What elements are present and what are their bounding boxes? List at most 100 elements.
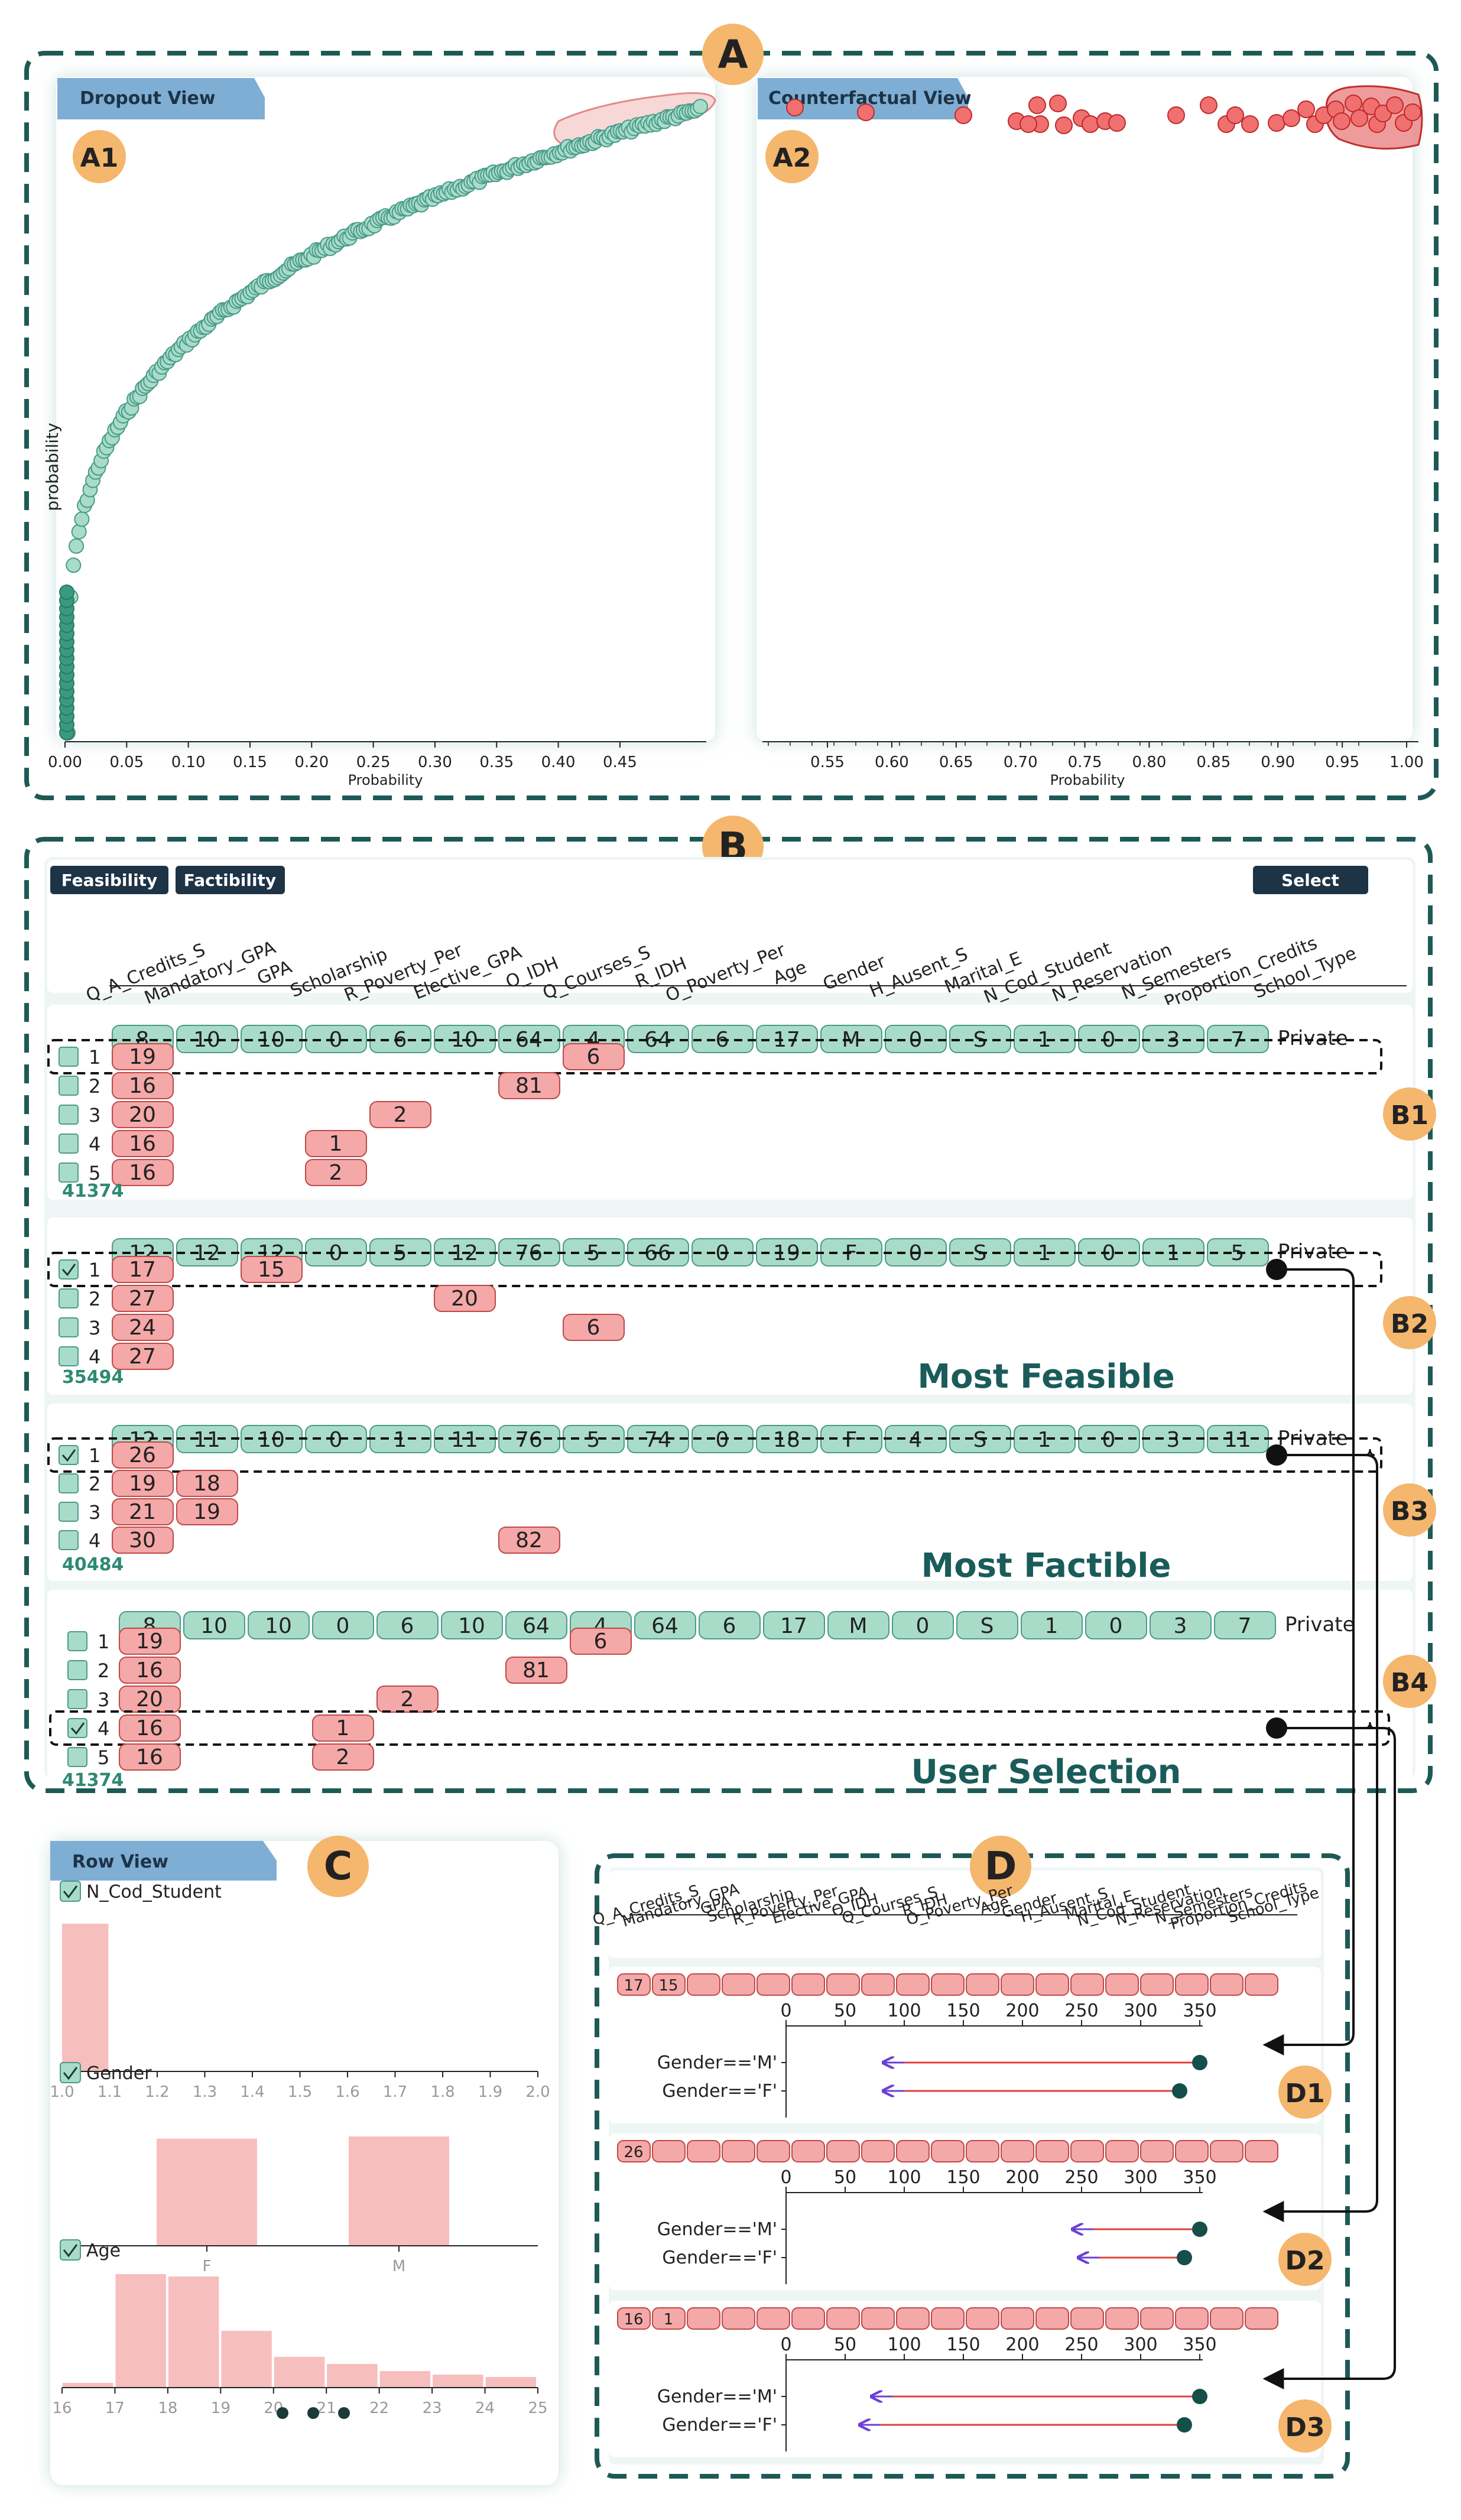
d-feature-cell[interactable] xyxy=(1140,2140,1174,2162)
d-feature-cell[interactable] xyxy=(652,2307,686,2330)
d-feature-cell[interactable] xyxy=(1175,2307,1209,2330)
histogram-bar[interactable] xyxy=(379,2371,431,2388)
histogram-bar[interactable] xyxy=(485,2377,536,2388)
changed-cell[interactable] xyxy=(434,1285,496,1312)
d-feature-cell[interactable] xyxy=(1105,2140,1139,2162)
d-feature-cell[interactable] xyxy=(1175,2140,1209,2162)
original-cell[interactable] xyxy=(892,1611,954,1639)
d-feature-cell[interactable] xyxy=(966,2140,999,2162)
changed-cell[interactable] xyxy=(498,1527,560,1554)
histogram-bar[interactable] xyxy=(115,2274,166,2388)
d-feature-cell[interactable] xyxy=(826,2140,860,2162)
row-checkbox[interactable] xyxy=(59,1288,79,1308)
changed-cell[interactable] xyxy=(305,1130,367,1157)
changed-cell[interactable] xyxy=(312,1743,374,1771)
d-feature-cell[interactable] xyxy=(791,2140,825,2162)
changed-cell[interactable] xyxy=(570,1628,632,1655)
row-checkbox[interactable] xyxy=(67,1689,87,1709)
d-feature-cell[interactable] xyxy=(617,2307,651,2330)
row-checkbox[interactable] xyxy=(67,1718,87,1738)
d-feature-cell[interactable] xyxy=(1105,1973,1139,1996)
counterfactual-point[interactable] xyxy=(954,106,972,124)
changed-cell[interactable] xyxy=(112,1498,174,1525)
counterfactual-point[interactable] xyxy=(786,99,804,116)
d-feature-cell[interactable] xyxy=(861,1973,895,1996)
changed-cell[interactable] xyxy=(376,1686,439,1713)
d-origin-dot[interactable] xyxy=(1192,2055,1207,2070)
changed-cell[interactable] xyxy=(112,1314,174,1341)
d-origin-dot[interactable] xyxy=(1177,2417,1192,2433)
row-checkbox[interactable] xyxy=(59,1530,79,1550)
d-feature-cell[interactable] xyxy=(826,2307,860,2330)
changed-cell[interactable] xyxy=(176,1498,238,1525)
row-checkbox[interactable] xyxy=(59,1047,79,1067)
changed-cell[interactable] xyxy=(112,1470,174,1497)
histogram-bar[interactable] xyxy=(221,2331,272,2388)
row-checkbox[interactable] xyxy=(59,1076,79,1096)
row-checkbox[interactable] xyxy=(59,1134,79,1154)
counterfactual-point[interactable] xyxy=(1404,103,1421,121)
histogram-checkbox[interactable] xyxy=(60,2239,81,2261)
row-checkbox[interactable] xyxy=(67,1631,87,1651)
d-feature-cell[interactable] xyxy=(1245,1973,1278,1996)
counterfactual-point[interactable] xyxy=(1297,100,1315,118)
counterfactual-point[interactable] xyxy=(1200,96,1218,114)
d-feature-cell[interactable] xyxy=(1001,1973,1034,1996)
histogram-bar[interactable] xyxy=(349,2136,449,2246)
changed-cell[interactable] xyxy=(119,1657,181,1684)
counterfactual-point[interactable] xyxy=(1386,96,1404,114)
changed-cell[interactable] xyxy=(112,1072,174,1099)
changed-cell[interactable] xyxy=(498,1072,560,1099)
histogram-bar[interactable] xyxy=(63,2383,113,2388)
histogram-bar[interactable] xyxy=(62,1924,109,2071)
changed-cell[interactable] xyxy=(369,1101,431,1128)
original-cell[interactable] xyxy=(183,1611,245,1639)
d-feature-cell[interactable] xyxy=(1035,2140,1069,2162)
counterfactual-point[interactable] xyxy=(1049,95,1067,112)
counterfactual-point[interactable] xyxy=(1028,96,1046,114)
row-checkbox[interactable] xyxy=(59,1445,79,1465)
d-feature-cell[interactable] xyxy=(687,1973,720,1996)
changed-cell[interactable] xyxy=(112,1101,174,1128)
original-cell[interactable] xyxy=(1214,1611,1276,1639)
d-feature-cell[interactable] xyxy=(617,2140,651,2162)
changed-cell[interactable] xyxy=(119,1714,181,1742)
d-feature-cell[interactable] xyxy=(1001,2307,1034,2330)
counterfactual-scatter[interactable] xyxy=(786,85,1423,150)
dropout-point[interactable] xyxy=(59,584,74,600)
d-feature-cell[interactable] xyxy=(1035,1973,1069,1996)
counterfactual-point[interactable] xyxy=(1283,109,1300,127)
factibility-button[interactable]: Factibility xyxy=(176,866,285,894)
counterfactual-point[interactable] xyxy=(1241,115,1259,133)
changed-cell[interactable] xyxy=(312,1714,374,1742)
row-checkbox[interactable] xyxy=(59,1162,79,1183)
d-feature-cell[interactable] xyxy=(1140,2307,1174,2330)
original-cell[interactable] xyxy=(634,1611,696,1639)
d-feature-cell[interactable] xyxy=(1140,1973,1174,1996)
d-feature-cell[interactable] xyxy=(1070,2140,1104,2162)
counterfactual-point[interactable] xyxy=(1055,116,1073,134)
counterfactual-point[interactable] xyxy=(1020,115,1037,133)
d-feature-cell[interactable] xyxy=(896,2140,930,2162)
original-cell[interactable] xyxy=(699,1611,761,1639)
d-feature-cell[interactable] xyxy=(1035,2307,1069,2330)
row-checkbox[interactable] xyxy=(59,1105,79,1125)
changed-cell[interactable] xyxy=(112,1285,174,1312)
changed-cell[interactable] xyxy=(119,1686,181,1713)
counterfactual-point[interactable] xyxy=(1226,106,1244,124)
d-feature-cell[interactable] xyxy=(966,2307,999,2330)
select-button[interactable]: Select xyxy=(1253,866,1368,894)
original-cell[interactable] xyxy=(956,1611,1018,1639)
d-feature-cell[interactable] xyxy=(896,2307,930,2330)
dropout-scatter[interactable] xyxy=(59,92,716,741)
d-feature-cell[interactable] xyxy=(757,1973,790,1996)
changed-cell[interactable] xyxy=(112,1441,174,1469)
histogram-checkbox[interactable] xyxy=(60,1881,81,1902)
changed-cell[interactable] xyxy=(505,1657,567,1684)
counterfactual-point[interactable] xyxy=(1345,95,1362,112)
d-origin-dot[interactable] xyxy=(1177,2250,1192,2265)
